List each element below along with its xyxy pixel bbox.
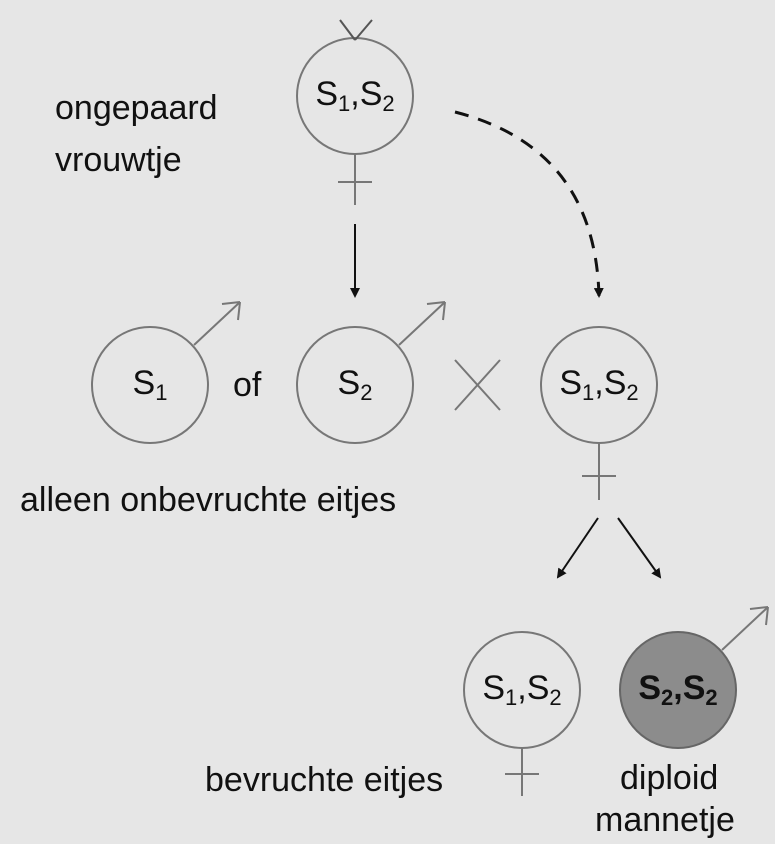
male-symbol-icon (721, 606, 769, 651)
mother-genotype: S1,S2 (315, 75, 395, 116)
son2-genotype: S2 (337, 364, 373, 405)
or-label: of (233, 366, 262, 404)
unfertilized-eggs-label: alleen onbevruchte eitjes (20, 481, 397, 519)
unmated-female-label-1: ongepaard (55, 89, 218, 127)
diploid-son-circle (619, 631, 737, 749)
daughter-genotype: S1,S2 (482, 669, 562, 710)
son2-circle (296, 326, 414, 444)
cross-icon (454, 359, 501, 411)
female-symbol-icon (505, 748, 539, 796)
arrow-to-diploid-son (617, 517, 662, 579)
female-symbol-icon (582, 443, 616, 500)
daughter-parent-genotype: S1,S2 (559, 364, 639, 405)
male-symbol-icon (398, 301, 446, 346)
dashed-arrow (454, 110, 604, 298)
fertilized-eggs-label: bevruchte eitjes (205, 761, 444, 799)
diploid-male-label-1: diploid (620, 759, 719, 797)
son1-genotype: S1 (132, 364, 168, 405)
diploid-son-genotype: S2,S2 (638, 669, 718, 710)
male-symbol-icon (193, 301, 241, 346)
son1-circle (91, 326, 209, 444)
unmated-female-label-2: vrouwtje (55, 141, 182, 179)
female-symbol-icon (338, 154, 372, 205)
arrow-to-daughter (556, 517, 599, 579)
diploid-male-label-2: mannetje (595, 801, 735, 839)
